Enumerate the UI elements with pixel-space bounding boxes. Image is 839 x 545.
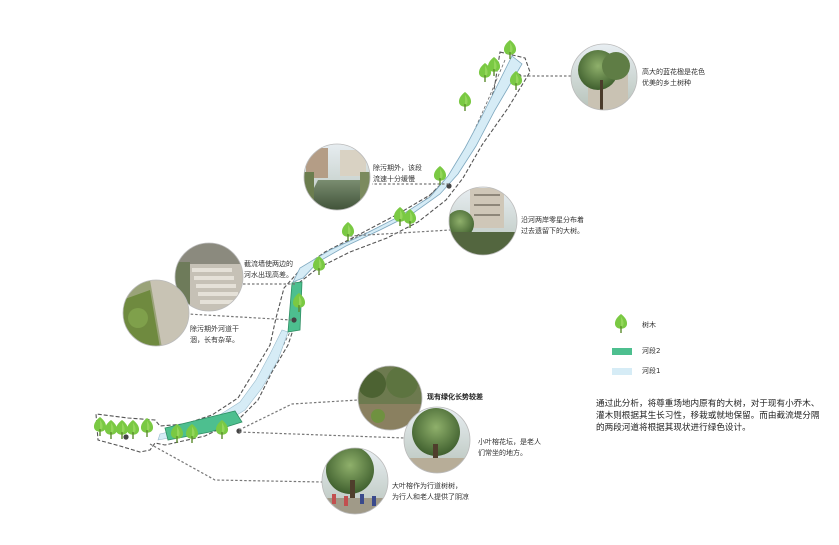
tree-icon (104, 420, 118, 439)
photo-big-tree (571, 44, 637, 110)
tree-icon (503, 40, 517, 59)
photo-weir-steps (175, 243, 243, 311)
point-marker (123, 434, 129, 440)
photo-canal-a (304, 144, 370, 210)
tree-icon (126, 420, 140, 439)
annotation-green-good: 现有绿化长势较差 (427, 393, 483, 401)
tree-icon (140, 418, 154, 437)
photo-dry-bed (123, 280, 189, 346)
photo-ficus-planter (404, 407, 470, 473)
legend-label-river1: 河段1 (642, 367, 661, 375)
annotation-dry-bed: 除污期外河道干 涸，长有杂草。 (190, 325, 239, 344)
legend-label-trees: 树木 (642, 321, 656, 329)
point-marker (291, 317, 297, 323)
photo-riverside-buildings (449, 187, 517, 255)
legend-label-river2: 河段2 (642, 347, 661, 355)
annotation-big-leaf: 大叶榕作为行道树树， 为行人和老人提供了阴凉 (392, 482, 469, 501)
annotation-wall-gap: 截流墙使两边的 河水出现高差。 (244, 260, 293, 279)
leader-line (149, 443, 323, 483)
swatch-river2 (612, 348, 632, 355)
tree-icon (614, 314, 628, 333)
summary-text: 通过此分析，将尊重场地内原有的大树，对于现有小乔木、灌木则根据其生长习性，移栽或… (596, 399, 820, 433)
leader-line (187, 313, 293, 321)
leader-line (238, 399, 359, 431)
photo-street-trees (322, 448, 388, 514)
annotation-sparse-trees: 沿河两岸零星分布着 过去遗留下的大树。 (521, 216, 584, 235)
annotation-sewage-a: 除污期外，该段 流速十分缓慢 (373, 164, 422, 183)
annotation-small-tree: 小叶榕花坛，是老人 们常坐的地方。 (478, 438, 541, 457)
leader-line (349, 229, 451, 237)
leader-line (238, 431, 406, 439)
tree-icon (93, 417, 107, 436)
annotation-big-tree: 高大的蓝花楹是花色 优美的乡土树种 (642, 68, 705, 87)
point-marker (446, 183, 452, 189)
tree-icon (458, 92, 472, 111)
swatch-river1 (612, 368, 632, 375)
